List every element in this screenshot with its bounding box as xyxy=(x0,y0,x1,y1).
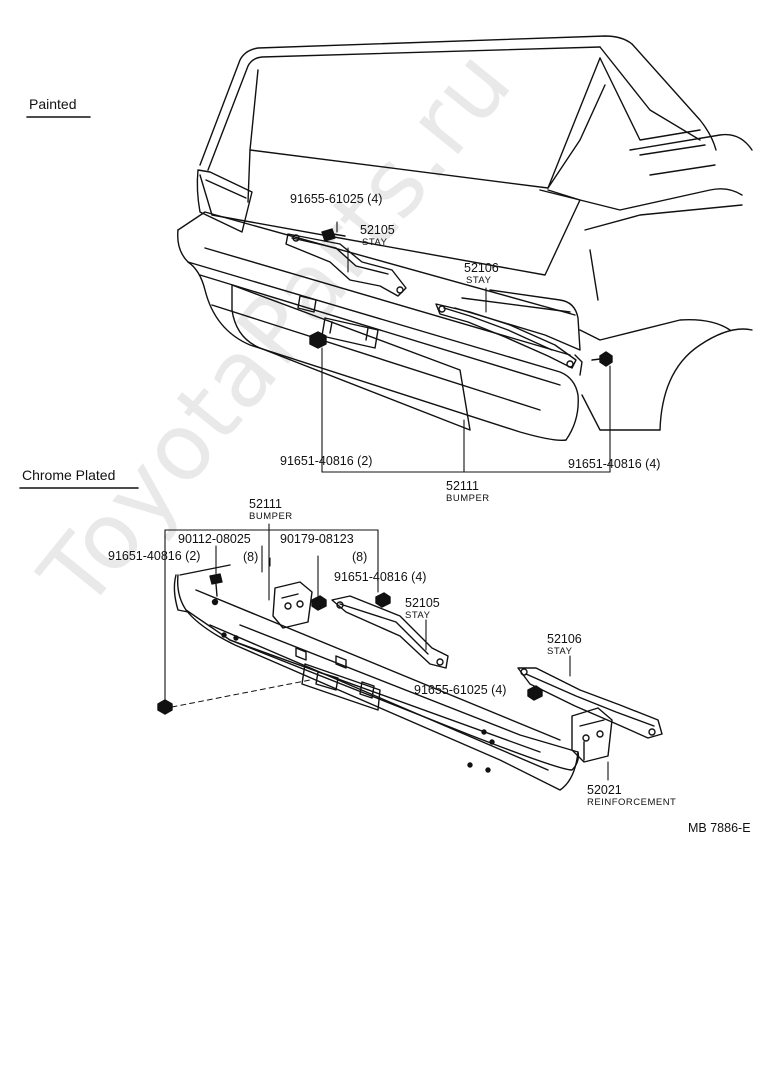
chrome-bolt-61025 xyxy=(527,685,543,701)
painted-bumper xyxy=(177,211,583,442)
painted-stay-52106-caption: STAY xyxy=(466,275,492,286)
painted-stay-52105-caption: STAY xyxy=(362,237,388,248)
painted-leaders xyxy=(321,221,611,473)
chrome-nut-08123-qty: (8) xyxy=(352,550,368,564)
chrome-reinforcement xyxy=(571,707,613,763)
chrome-stay-52105 xyxy=(331,595,449,669)
chrome-reinforcement-caption: REINFORCEMENT xyxy=(587,797,677,808)
painted-stay-52105-number: 52105 xyxy=(360,223,395,237)
chrome-bolt-08025-qty: (8) xyxy=(243,550,259,564)
chrome-nut-08123 xyxy=(311,595,327,611)
painted-bolt-61025 xyxy=(321,228,346,242)
chrome-bumper-number: 52111 xyxy=(249,497,282,511)
chrome-bolt-08025-label: 90112-08025 xyxy=(178,532,251,546)
chrome-bolt-08025 xyxy=(209,573,223,597)
chrome-nut-left xyxy=(157,679,311,715)
chrome-bracket xyxy=(272,581,313,629)
chrome-bolt-61025-label: 91655-61025 (4) xyxy=(414,683,507,697)
chrome-stay-52105-caption: STAY xyxy=(405,610,431,621)
chrome-leaders xyxy=(164,523,609,781)
painted-stay-52106-number: 52106 xyxy=(464,261,499,275)
painted-nut-right-label: 91651-40816 (4) xyxy=(568,457,661,471)
chrome-stay-52105-number: 52105 xyxy=(405,596,440,610)
figure-id: MB 7886-E xyxy=(688,821,751,835)
painted-nut-right xyxy=(591,351,613,367)
painted-bolt-61025-label: 91655-61025 (4) xyxy=(290,192,383,206)
chrome-bumper xyxy=(173,564,580,791)
chrome-stay-52106-caption: STAY xyxy=(547,646,573,657)
chrome-reinforcement-number: 52021 xyxy=(587,783,622,797)
chrome-nut-right-label: 91651-40816 (4) xyxy=(334,570,427,584)
chrome-stay-52106 xyxy=(517,667,663,739)
painted-nut-left xyxy=(309,331,327,349)
painted-bumper-caption: BUMPER xyxy=(446,493,490,504)
chrome-nut-08123-label: 90179-08123 xyxy=(280,532,354,546)
painted-section-title: Painted xyxy=(29,96,77,112)
chrome-nut-right xyxy=(375,592,391,608)
chrome-bumper-caption: BUMPER xyxy=(249,511,293,522)
painted-stay-52105 xyxy=(285,233,407,297)
car-body xyxy=(196,35,753,431)
painted-nut-left-label: 91651-40816 (2) xyxy=(280,454,373,468)
chrome-nut-left-label: 91651-40816 (2) xyxy=(108,549,201,563)
chrome-stay-52106-number: 52106 xyxy=(547,632,582,646)
painted-stay-52106 xyxy=(435,303,577,369)
chrome-section-title: Chrome Plated xyxy=(22,467,116,483)
painted-bumper-number: 52111 xyxy=(446,479,479,493)
